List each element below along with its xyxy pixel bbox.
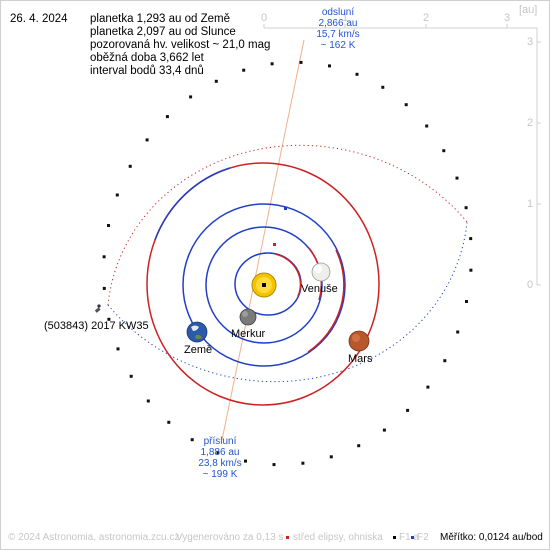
x-tick-3: 3 [504,12,511,24]
asteroid-position-points [102,60,473,467]
mercury-icon [239,308,257,326]
asteroid-position-point [404,103,408,107]
y-tick-2: 2 [527,117,534,129]
asteroid-position-point [189,95,193,99]
footer-copyright: © 2024 Astronomia, astronomia.zcu.cz [8,532,180,543]
asteroid-position-point [382,428,386,432]
focus-f2-marker [284,207,287,210]
asteroid-position-point [469,237,473,241]
earth-label: Země [184,344,213,356]
asteroid-position-point [102,255,106,259]
asteroid-position-point [270,62,274,66]
asteroid-orbit-blue-arc [107,221,468,383]
asteroid-position-point [244,459,247,463]
asteroid-position-point [102,286,106,290]
asteroid-position-point [426,385,430,389]
x-tick-0: 0 [261,12,268,24]
asteroid-position-point [242,68,246,72]
asteroid-position-point [357,444,361,448]
asteroid-position-point [115,193,119,197]
y-tick-3: 3 [527,36,534,48]
info-distance-sun: planetka 2,097 au od Slunce [90,26,236,38]
asteroid-position-point [455,176,459,180]
asteroid-position-point [107,317,111,321]
asteroid-position-point [116,347,120,351]
asteroid-position-point [272,463,276,467]
asteroid-position-point [329,455,333,459]
footer-generated: Vygenerováno za 0,13 s [176,532,284,543]
asteroid-icon [94,304,101,313]
asteroid-name-label: (503843) 2017 KW35 [44,320,149,332]
top-axis [263,24,537,29]
mars-orbit [146,162,380,406]
legend-ellipse-center-marker [286,536,289,539]
y-tick-0: 0 [527,279,534,291]
mars-orbit-blue [154,167,231,241]
earth-icon [186,321,208,343]
asteroid-position-point [165,115,169,119]
asteroid-position-point [456,330,460,334]
asteroid-position-point [425,124,429,128]
asteroid-position-point [465,300,468,303]
axis-unit-label: [au] [519,4,538,16]
asteroid-position-point [381,85,385,89]
asteroid-position-point [469,268,473,272]
mercury-orbit-red [274,253,302,297]
asteroid-position-point [145,138,149,142]
asteroid-position-point [301,461,305,465]
info-period: oběžná doba 3,662 let [90,52,204,64]
perihelion-speed: 23,8 km/s [198,458,242,469]
earth-orbit-red [307,249,345,353]
asteroid-position-point [464,206,468,210]
asteroid-position-point [128,164,132,168]
asteroid-position-point [216,451,220,455]
aphelion-temperature: ~ 162 K [320,40,356,51]
info-magnitude: pozorovaná hv. velikost ~ 21,0 mag [90,39,271,51]
footer-f1: F1 a [399,532,420,543]
footer-f2: F2 [417,532,429,543]
right-axis [536,28,541,286]
aphelion-title: odsluní [321,7,355,18]
asteroid-position-point [190,438,194,442]
asteroid-position-point [129,374,133,378]
apsis-line [221,39,305,441]
venus-label: Venuše [301,283,338,295]
y-tick-1: 1 [527,198,534,210]
perihelion-temperature: ~ 199 K [202,469,238,480]
asteroid-position-point [214,79,218,83]
perihelion-label: přísluní 1,886 au 23,8 km/s ~ 199 K [190,436,250,480]
perihelion-title: přísluní [203,436,237,447]
perihelion-distance: 1,886 au [200,447,240,458]
footer-ellipse-center: střed elipsy, ohniska [293,532,383,543]
venus-icon [311,262,331,282]
asteroid-position-point [146,399,150,403]
x-tick-1: 1 [342,12,349,24]
info-distance-earth: planetka 1,293 au od Země [90,13,231,25]
asteroid-position-point [328,64,331,68]
asteroid-position-point [406,408,410,412]
aphelion-speed: 15,7 km/s [316,29,360,40]
legend-f1-marker [393,536,396,539]
ellipse-center-marker [273,243,276,246]
asteroid-position-point [107,224,110,227]
sun-icon [251,272,277,298]
mars-label: Mars [348,353,373,365]
date-label: 26. 4. 2024 [10,13,68,25]
x-tick-2: 2 [423,12,430,24]
mars-icon [348,330,370,352]
asteroid-position-point [355,72,359,76]
asteroid-position-point [167,420,171,424]
legend-f2-marker [411,536,414,539]
mercury-label: Merkur [231,328,266,340]
asteroid-position-point [443,359,447,363]
earth-orbit-blue [182,203,346,367]
asteroid-position-point [442,149,446,153]
asteroid-position-point [299,60,303,64]
aphelion-distance: 2,866 au [318,18,358,29]
aphelion-label: odsluní 2,866 au 15,7 km/s ~ 162 K [308,7,368,51]
info-interval: interval bodů 33,4 dnů [90,65,204,77]
footer-scale: Měřítko: 0,0124 au/bod [440,532,543,543]
